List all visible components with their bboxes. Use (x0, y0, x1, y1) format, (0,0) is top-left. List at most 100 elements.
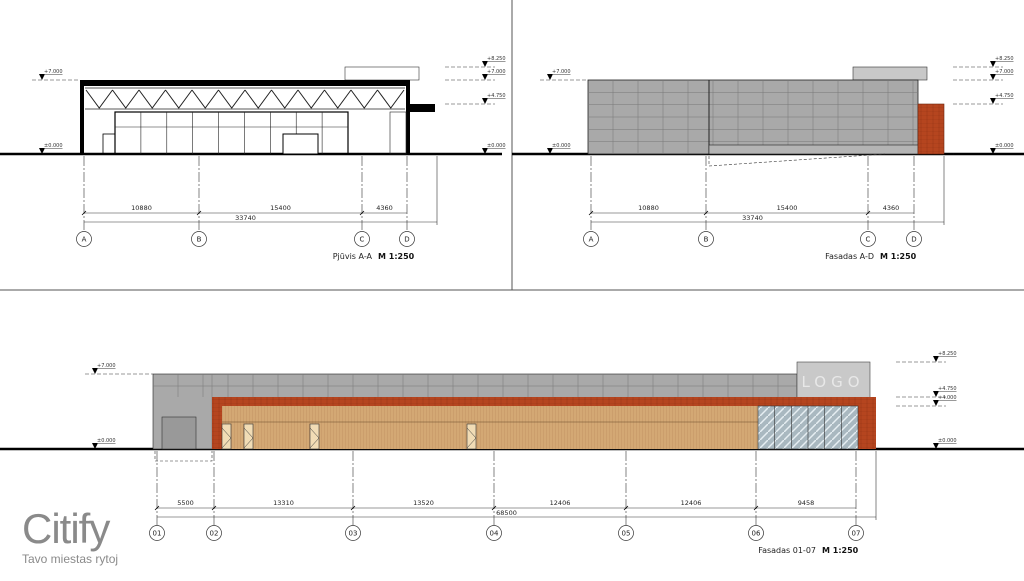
dimension-value: 12406 (681, 499, 702, 507)
dimension-value: 4360 (376, 204, 393, 212)
sign-parapet (344, 66, 420, 81)
canopy (410, 104, 435, 112)
dimension-tick (211, 505, 217, 511)
axis-bubble (206, 525, 222, 541)
level-label: ±0.000 (97, 438, 116, 444)
plinth (708, 144, 919, 155)
timber-cladding (222, 406, 758, 449)
level-label: ±0.000 (938, 438, 957, 444)
roof-slab (80, 80, 410, 86)
door (243, 423, 254, 450)
level-label: +7.000 (995, 69, 1014, 75)
axis-bubble (486, 525, 502, 541)
service-gate (161, 416, 197, 450)
level-label: +4.000 (938, 395, 957, 401)
level-marker-icon (990, 148, 996, 154)
dimension-value: 13310 (273, 499, 294, 507)
door-swing (309, 427, 320, 449)
level-label: +7.000 (487, 69, 506, 75)
level-marker-icon (990, 74, 996, 80)
axis-bubble (848, 525, 864, 541)
level-label: +8.250 (938, 351, 957, 357)
axis-label: B (197, 236, 202, 244)
facade-ad-title: Fasadas A-D (825, 252, 874, 261)
axis-label: 02 (210, 530, 219, 538)
axis-label: C (866, 236, 871, 244)
total-dimension-value: 68500 (496, 509, 517, 517)
level-label: +8.250 (995, 56, 1014, 62)
dimension-value: 15400 (777, 204, 798, 212)
brand-tagline: Tavo miestas rytoj (22, 552, 119, 566)
level-marker-icon (39, 74, 45, 80)
dimension-value: 9458 (798, 499, 815, 507)
level-marker-icon (933, 443, 939, 449)
dimension-tick (623, 505, 629, 511)
level-marker-icon (92, 368, 98, 374)
section-aa-scale: M 1:250 (378, 252, 415, 261)
logo-sign-text: LOGO (801, 373, 864, 391)
dimension-tick (196, 210, 202, 216)
door-swing (243, 427, 254, 449)
facade-01-07-drawing: LOGO (0, 361, 1024, 462)
axis-label: D (404, 236, 409, 244)
level-label: +4.750 (995, 93, 1014, 99)
total-dimension-value: 33740 (235, 214, 256, 222)
axis-label: B (704, 236, 709, 244)
axis-bubble (191, 231, 207, 247)
brick-volume (917, 103, 945, 155)
axis-bubble (354, 231, 370, 247)
axis-bubble (748, 525, 764, 541)
facade-01-07-scale: M 1:250 (822, 546, 859, 555)
axis-label: D (911, 236, 916, 244)
level-marker-icon (92, 443, 98, 449)
level-marker-icon (547, 74, 553, 80)
level-marker-icon (933, 400, 939, 406)
section-aa-title: Pjūvis A-A (333, 252, 373, 261)
door-swing (466, 427, 477, 449)
dimension-tick (588, 210, 594, 216)
dimension-value: 5500 (177, 499, 194, 507)
facade-ad-scale: M 1:250 (880, 252, 917, 261)
axis-bubble (618, 525, 634, 541)
dimension-value: 13520 (413, 499, 434, 507)
axis-bubble (698, 231, 714, 247)
dimension-value: 4360 (883, 204, 900, 212)
level-label: +4.750 (938, 386, 957, 392)
level-marker-icon (482, 74, 488, 80)
axis-label: 04 (490, 530, 499, 538)
level-marker-icon (482, 148, 488, 154)
axis-label: A (82, 236, 87, 244)
level-label: ±0.000 (44, 143, 63, 149)
underground-outline (154, 451, 213, 462)
level-marker-icon (547, 148, 553, 154)
facade-01-07-title: Fasadas 01-07 (758, 546, 816, 555)
level-label: ±0.000 (995, 143, 1014, 149)
level-marker-icon (482, 98, 488, 104)
level-label: +7.000 (97, 363, 116, 369)
axis-bubble (583, 231, 599, 247)
dimension-value: 10880 (131, 204, 152, 212)
roof-truss (85, 89, 405, 109)
axis-bubble (149, 525, 165, 541)
level-label: ±0.000 (487, 143, 506, 149)
door (466, 423, 477, 450)
level-marker-icon (990, 98, 996, 104)
axis-bubble (860, 231, 876, 247)
wall-right (406, 80, 410, 154)
door (221, 423, 232, 450)
level-label: +4.750 (487, 93, 506, 99)
door (309, 423, 320, 450)
axis-bubble (345, 525, 361, 541)
door-swing (221, 427, 232, 449)
level-marker-icon (990, 61, 996, 67)
level-label: +8.250 (487, 56, 506, 62)
citify-watermark: Citify Tavo miestas rytoj (22, 506, 119, 567)
axis-label: C (360, 236, 365, 244)
axis-label: 06 (752, 530, 761, 538)
dimension-tick (350, 505, 356, 511)
axis-label: 03 (349, 530, 358, 538)
level-marker-icon (39, 148, 45, 154)
dimension-tick (753, 505, 759, 511)
axis-bubble (906, 231, 922, 247)
